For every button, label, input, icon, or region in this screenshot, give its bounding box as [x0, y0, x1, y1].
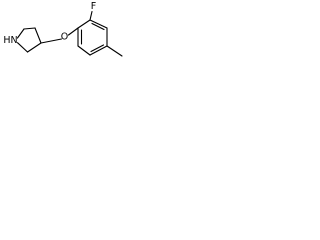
- pyrrolidine-bond-c4-c5: [23, 27, 36, 30]
- bond-aryl-f: [89, 10, 93, 21]
- benzene-double-bond-inner-b: [90, 44, 105, 53]
- bond-aryl-methyl: [106, 45, 123, 57]
- bond-c3-o: [40, 38, 63, 44]
- nitrogen-label: HN: [3, 35, 17, 46]
- benzene-bond-2-3: [89, 19, 108, 29]
- chemical-structure-diagram: HN O F: [3, 1, 123, 57]
- oxygen-label: O: [61, 32, 68, 43]
- pyrrolidine-bond-c2-c3: [26, 42, 42, 53]
- benzene-bond-1-2: [77, 19, 91, 29]
- fluorine-label: F: [91, 1, 96, 12]
- benzene-double-bond-inner-a: [91, 22, 105, 31]
- pyrrolidine-bond-n-c2: [16, 42, 29, 53]
- benzene-bond-4-5: [89, 45, 108, 56]
- bond-o-aryl: [67, 27, 79, 36]
- pyrrolidine-bond-c3-c4: [34, 27, 42, 44]
- pyrrolidine-bond-c5-n: [16, 28, 25, 39]
- benzene-bond-5-6: [77, 45, 91, 56]
